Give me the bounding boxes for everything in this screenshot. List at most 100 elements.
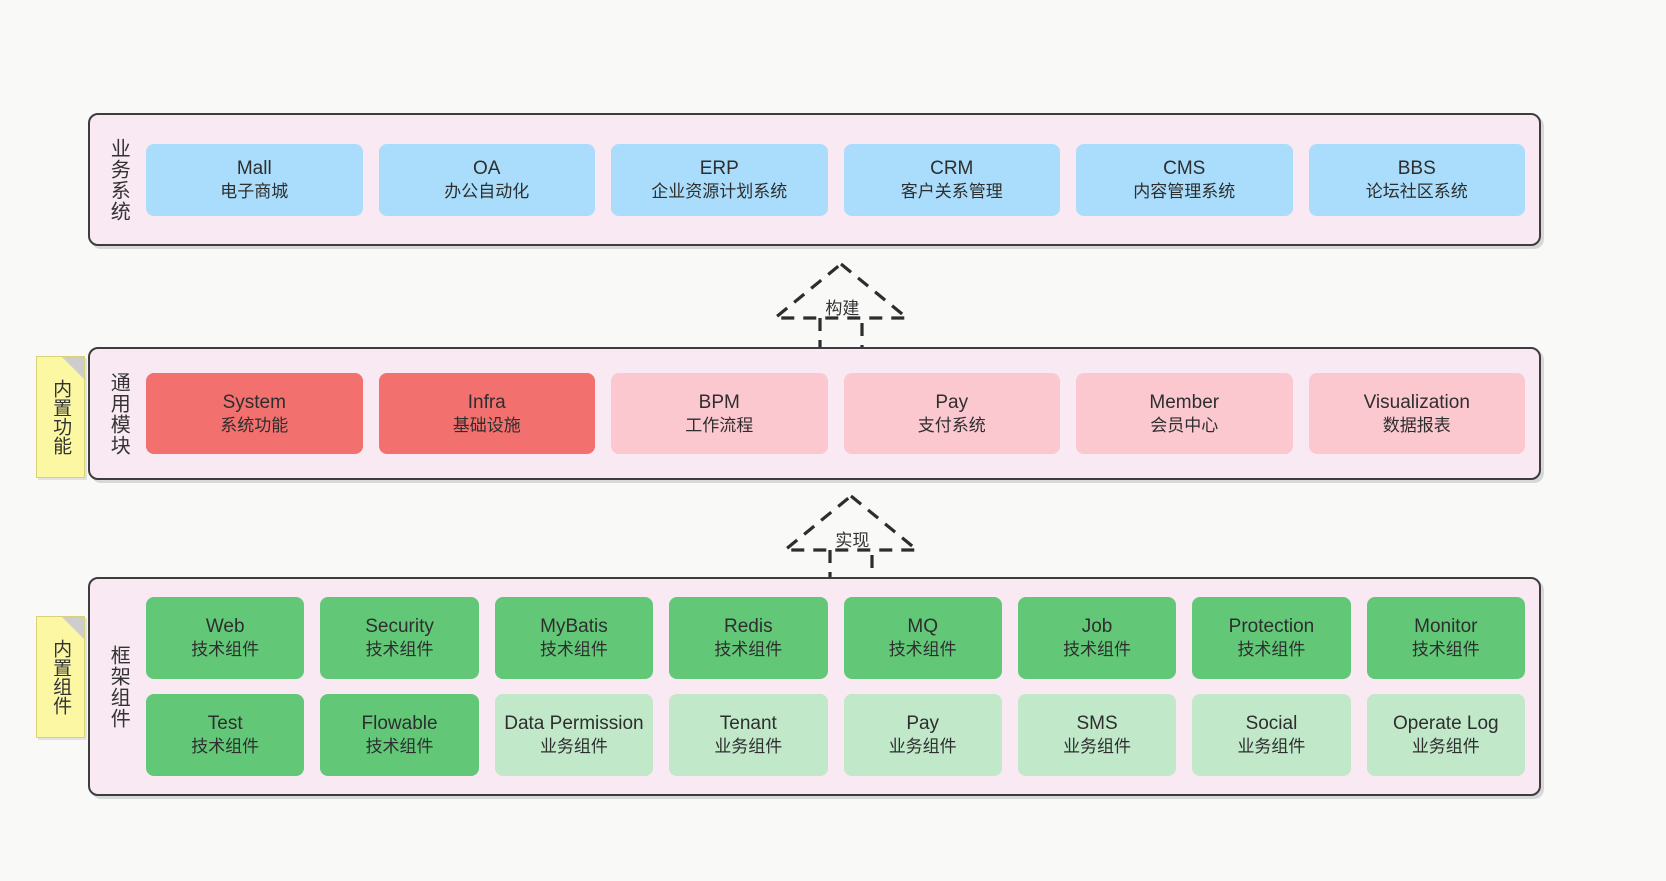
layer-title-common-modules: 通用模块 <box>107 371 130 456</box>
card-redis[interactable]: Redis 技术组件 <box>669 597 828 679</box>
business-card-row: Mall 电子商城 OA 办公自动化 ERP 企业资源计划系统 CRM 客户关系… <box>146 143 1525 216</box>
card-subtitle: 会员中心 <box>1150 415 1219 435</box>
card-title: Tenant <box>719 713 777 735</box>
card-subtitle: 办公自动化 <box>444 181 530 201</box>
card-title: Visualization <box>1363 391 1470 413</box>
layer-body-common-modules: System 系统功能 Infra 基础设施 BPM 工作流程 Pay 支付系统… <box>146 349 1539 478</box>
card-web[interactable]: Web 技术组件 <box>146 597 305 679</box>
card-title: Pay <box>906 713 940 735</box>
card-title: Flowable <box>361 713 438 735</box>
card-data-permission[interactable]: Data Permission 业务组件 <box>494 694 654 776</box>
layer-title-business-system: 业务系统 <box>107 137 130 222</box>
card-bpm[interactable]: BPM 工作流程 <box>611 373 828 454</box>
card-title: Data Permission <box>504 713 644 735</box>
card-subtitle: 支付系统 <box>917 415 986 435</box>
layer-body-framework-components: Web 技术组件 Security 技术组件 MyBatis 技术组件 Redi… <box>146 579 1539 794</box>
modules-card-row: System 系统功能 Infra 基础设施 BPM 工作流程 Pay 支付系统… <box>146 373 1525 454</box>
card-subtitle: 内容管理系统 <box>1133 181 1236 201</box>
card-subtitle: 客户关系管理 <box>900 181 1003 201</box>
card-title: Test <box>207 713 243 735</box>
card-infra[interactable]: Infra 基础设施 <box>378 373 595 454</box>
card-subtitle: 技术组件 <box>888 640 957 660</box>
card-visualization[interactable]: Visualization 数据报表 <box>1308 373 1525 454</box>
note-builtin-function[interactable]: 内置功能 <box>36 356 85 478</box>
card-subtitle: 技术组件 <box>1411 640 1480 660</box>
card-subtitle: 业务组件 <box>888 737 957 757</box>
card-cms[interactable]: CMS 内容管理系统 <box>1076 143 1293 216</box>
layer-body-business-system: Mall 电子商城 OA 办公自动化 ERP 企业资源计划系统 CRM 客户关系… <box>146 115 1539 244</box>
card-title: SMS <box>1076 713 1118 735</box>
card-title: BPM <box>698 391 740 413</box>
connector-implement-label: 实现 <box>835 531 870 550</box>
card-test[interactable]: Test 技术组件 <box>146 694 305 776</box>
card-title: Web <box>205 616 245 638</box>
card-pay-component[interactable]: Pay 业务组件 <box>843 694 1002 776</box>
card-flowable[interactable]: Flowable 技术组件 <box>320 694 479 776</box>
card-member[interactable]: Member 会员中心 <box>1076 373 1293 454</box>
layer-framework-components[interactable]: 框架组件 Web 技术组件 Security 技术组件 MyBatis 技术组件… <box>88 577 1541 796</box>
card-mall[interactable]: Mall 电子商城 <box>146 143 363 216</box>
card-title: MyBatis <box>540 616 608 638</box>
note-builtin-component[interactable]: 内置组件 <box>36 616 85 738</box>
card-system[interactable]: System 系统功能 <box>146 373 363 454</box>
layer-title-framework-components: 框架组件 <box>107 644 130 729</box>
framework-card-row-2: Test 技术组件 Flowable 技术组件 Data Permission … <box>146 694 1525 776</box>
card-title: Redis <box>724 616 773 638</box>
card-bbs[interactable]: BBS 论坛社区系统 <box>1308 143 1525 216</box>
card-pay-module[interactable]: Pay 支付系统 <box>843 373 1060 454</box>
card-subtitle: 数据报表 <box>1382 415 1451 435</box>
card-title: BBS <box>1397 157 1436 179</box>
card-subtitle: 技术组件 <box>365 640 434 660</box>
card-title: Security <box>365 616 434 638</box>
card-mybatis[interactable]: MyBatis 技术组件 <box>494 597 654 679</box>
card-title: ERP <box>699 157 739 179</box>
card-subtitle: 电子商城 <box>220 181 289 201</box>
card-subtitle: 技术组件 <box>365 737 434 757</box>
note-label: 内置功能 <box>50 379 72 455</box>
card-title: System <box>222 391 286 413</box>
note-fold-corner-icon <box>62 357 84 379</box>
card-subtitle: 基础设施 <box>452 415 521 435</box>
card-subtitle: 工作流程 <box>685 415 754 435</box>
card-subtitle: 技术组件 <box>1063 640 1132 660</box>
card-subtitle: 技术组件 <box>539 640 608 660</box>
card-subtitle: 业务组件 <box>714 737 783 757</box>
note-fold-corner-icon <box>62 617 84 639</box>
card-title: CMS <box>1163 157 1206 179</box>
card-title: Mall <box>236 157 272 179</box>
card-tenant[interactable]: Tenant 业务组件 <box>669 694 828 776</box>
card-subtitle: 业务组件 <box>1063 737 1132 757</box>
layer-business-system[interactable]: 业务系统 Mall 电子商城 OA 办公自动化 ERP 企业资源计划系统 CRM… <box>88 113 1541 246</box>
card-title: Protection <box>1228 616 1315 638</box>
card-oa[interactable]: OA 办公自动化 <box>378 143 595 216</box>
card-monitor[interactable]: Monitor 技术组件 <box>1366 597 1525 679</box>
card-subtitle: 技术组件 <box>191 640 260 660</box>
card-mq[interactable]: MQ 技术组件 <box>843 597 1002 679</box>
card-subtitle: 业务组件 <box>539 737 608 757</box>
card-operate-log[interactable]: Operate Log 业务组件 <box>1366 694 1525 776</box>
layer-common-modules[interactable]: 通用模块 System 系统功能 Infra 基础设施 BPM 工作流程 Pay… <box>88 347 1541 480</box>
card-title: Member <box>1149 391 1220 413</box>
card-protection[interactable]: Protection 技术组件 <box>1192 597 1351 679</box>
note-label: 内置组件 <box>50 639 72 715</box>
card-title: Infra <box>467 391 506 413</box>
card-sms[interactable]: SMS 业务组件 <box>1017 694 1177 776</box>
card-title: Pay <box>935 391 969 413</box>
card-security[interactable]: Security 技术组件 <box>320 597 479 679</box>
framework-card-row-1: Web 技术组件 Security 技术组件 MyBatis 技术组件 Redi… <box>146 597 1525 679</box>
card-erp[interactable]: ERP 企业资源计划系统 <box>611 143 828 216</box>
card-subtitle: 技术组件 <box>714 640 783 660</box>
card-title: CRM <box>930 157 974 179</box>
connector-implement: 实现 <box>771 490 931 585</box>
card-title: Operate Log <box>1392 713 1499 735</box>
card-social[interactable]: Social 业务组件 <box>1192 694 1351 776</box>
connector-build: 构建 <box>761 258 921 353</box>
card-subtitle: 技术组件 <box>1237 640 1306 660</box>
card-subtitle: 系统功能 <box>220 415 289 435</box>
card-title: Social <box>1245 713 1298 735</box>
card-title: OA <box>473 157 501 179</box>
card-subtitle: 业务组件 <box>1237 737 1306 757</box>
card-title: Job <box>1081 616 1113 638</box>
card-job[interactable]: Job 技术组件 <box>1017 597 1177 679</box>
card-crm[interactable]: CRM 客户关系管理 <box>843 143 1060 216</box>
